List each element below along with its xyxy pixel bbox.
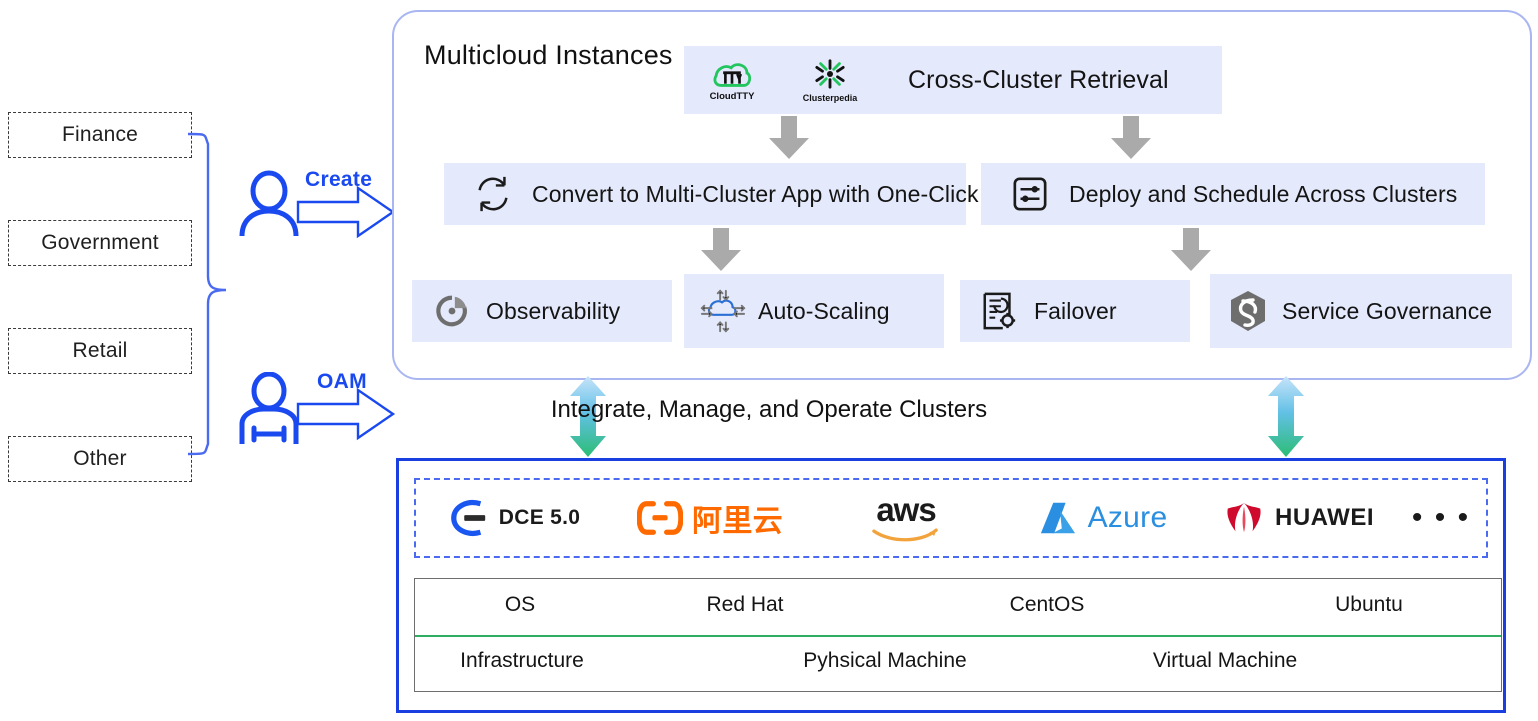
failover-tile[interactable]: Failover (960, 280, 1190, 342)
clusterpedia-logo: Clusterpedia (780, 58, 880, 103)
service-governance-tile[interactable]: Service Governance (1210, 274, 1512, 348)
aws-logo[interactable]: aws (808, 493, 1004, 544)
more-ellipsis[interactable]: • • • (1411, 501, 1471, 534)
tile-label: Failover (1034, 297, 1117, 324)
oam-label: OAM (317, 370, 367, 393)
industry-label: Retail (72, 339, 128, 362)
huawei-logo[interactable]: HUAWEI (1200, 499, 1396, 537)
donut-chart-icon (430, 293, 474, 329)
document-gear-icon (976, 291, 1022, 331)
azure-label: Azure (1087, 501, 1168, 534)
sliders-box-icon (1007, 176, 1053, 212)
industry-box-other[interactable]: Other (8, 436, 192, 482)
infra-cell: Virtual Machine (1152, 649, 1298, 672)
os-row-header: OS (504, 593, 536, 616)
infra-cell: Pyhsical Machine (803, 649, 967, 672)
huawei-label: HUAWEI (1275, 504, 1374, 531)
user-wrench-icon (239, 372, 299, 444)
grey-down-arrow (701, 228, 741, 271)
oam-arrow-icon (296, 387, 396, 441)
grey-down-arrow (769, 116, 809, 159)
cross-cluster-retrieval-banner[interactable]: CloudTTY Clusterpedia Cross-Cluster Retr… (684, 46, 1222, 114)
bridge-label: Integrate, Manage, and Operate Clusters (550, 396, 988, 423)
tile-label: Convert to Multi-Cluster App with One-Cl… (532, 180, 979, 207)
tile-label: Deploy and Schedule Across Clusters (1069, 180, 1458, 207)
aliyun-logo[interactable]: 阿里云 (612, 496, 808, 540)
tile-label: Observability (486, 297, 621, 324)
deploy-schedule-tile[interactable]: Deploy and Schedule Across Clusters (981, 163, 1485, 225)
bidirectional-arrow (570, 376, 606, 457)
observability-tile[interactable]: Observability (412, 280, 672, 342)
dce-label: DCE 5.0 (498, 506, 581, 529)
cloudtty-logo: CloudTTY (684, 59, 780, 102)
tile-label: Service Governance (1282, 297, 1493, 324)
clusterpedia-caption: Clusterpedia (802, 92, 858, 103)
cloud-scale-icon (698, 288, 748, 334)
tile-label: Auto-Scaling (758, 297, 890, 324)
create-label: Create (305, 168, 373, 191)
bidirectional-arrow (1268, 376, 1304, 457)
industry-bracket (187, 132, 227, 456)
aws-label: aws (876, 490, 936, 528)
table-row: OS Red Hat CentOS Ubuntu (415, 579, 1501, 635)
azure-logo[interactable]: Azure (1004, 499, 1200, 537)
page-title: Multicloud Instances (424, 40, 673, 70)
convert-to-multicluster-app-tile[interactable]: Convert to Multi-Cluster App with One-Cl… (444, 163, 978, 225)
dce-logo[interactable]: DCE 5.0 (416, 498, 612, 538)
industry-box-government[interactable]: Government (8, 220, 192, 266)
grey-down-arrow (1171, 228, 1211, 271)
infra-row-header: Infrastructure (460, 649, 584, 672)
user-icon (239, 170, 299, 237)
os-infrastructure-table: OS Red Hat CentOS Ubuntu Infrastructure … (414, 578, 1502, 692)
os-cell: CentOS (1009, 593, 1085, 616)
table-row: Infrastructure Pyhsical Machine Virtual … (415, 635, 1501, 691)
industry-box-finance[interactable]: Finance (8, 112, 192, 158)
cloudtty-caption: CloudTTY (709, 90, 755, 102)
aws-swoosh-icon (872, 527, 938, 541)
os-cell: Ubuntu (1335, 593, 1403, 616)
grey-down-arrow (1111, 116, 1151, 159)
industry-label: Government (41, 231, 159, 254)
cross-cluster-retrieval-label: Cross-Cluster Retrieval (908, 65, 1169, 94)
industry-box-retail[interactable]: Retail (8, 328, 192, 374)
create-arrow-icon (296, 185, 396, 239)
os-cell: Red Hat (706, 593, 784, 616)
cloud-providers-strip: DCE 5.0 阿里云 aws Azure HUAWEI • • • (414, 478, 1488, 558)
auto-scaling-tile[interactable]: Auto-Scaling (684, 274, 944, 348)
refresh-arrows-icon (468, 174, 518, 214)
industry-label: Other (73, 447, 127, 470)
industry-label: Finance (61, 123, 139, 146)
aliyun-label: 阿里云 (692, 504, 783, 539)
mesh-hexagon-icon (1224, 289, 1272, 333)
table-divider (415, 635, 1501, 637)
